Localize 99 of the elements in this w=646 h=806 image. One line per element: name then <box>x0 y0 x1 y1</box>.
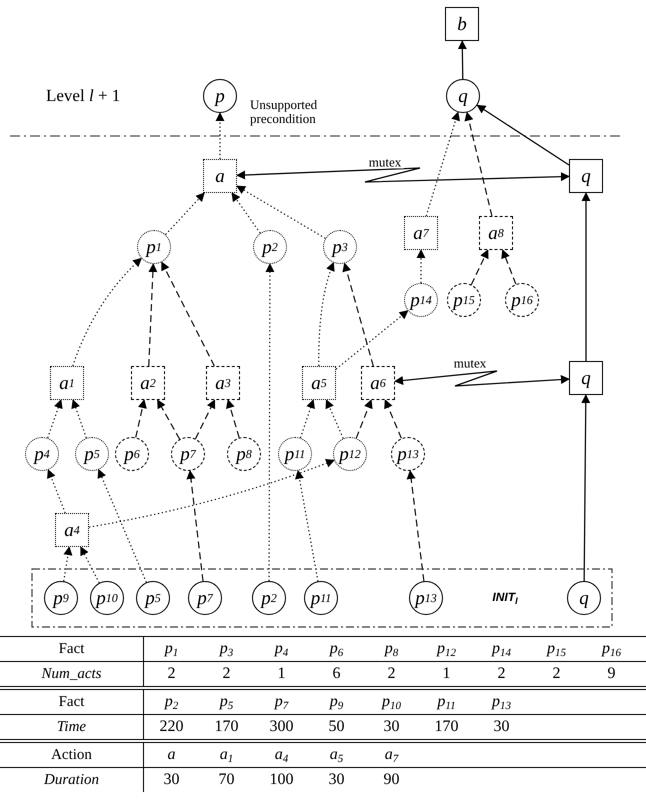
action-box: b <box>445 7 479 41</box>
table-cell-text: 2 <box>386 665 396 683</box>
table-cell-text: p$_{4}$ <box>272 640 290 658</box>
table-header-cell: Action <box>0 743 144 767</box>
table-cell-text: 70 <box>218 771 236 789</box>
table-cell-text: p$_{5}$ <box>218 692 234 712</box>
table-cell-text: 9 <box>606 665 616 683</box>
table-cell-text: 2 <box>166 665 176 683</box>
arrow <box>458 40 467 79</box>
arrow <box>231 192 261 234</box>
table-cell-text: 1 <box>276 665 286 683</box>
arrow <box>161 261 215 366</box>
table-cell-text: 300 <box>268 718 294 736</box>
arrow <box>80 546 100 584</box>
table-cell-text: 170 <box>214 718 240 736</box>
arrow <box>135 399 147 438</box>
table-header-cell: Time <box>0 715 144 739</box>
table-cell-text: a$_{4}$ <box>274 746 290 764</box>
arrow <box>476 104 570 166</box>
table-cell-text: a$_{7}$ <box>384 746 400 764</box>
arrow <box>356 399 372 438</box>
arrow <box>72 258 142 366</box>
action-box: q <box>569 159 603 193</box>
arrow <box>426 111 460 216</box>
table-cell-text: p$_{7}$ <box>272 692 290 712</box>
table-cell-text: p$_{8}$ <box>382 640 400 658</box>
fact-circle: q <box>446 79 480 113</box>
arrow <box>342 262 374 366</box>
table-cell-text: 6 <box>332 665 342 683</box>
table-cell-text: p$_{10}$ <box>380 692 402 712</box>
table-cell-text: p$_{11}$ <box>436 692 457 712</box>
fact-circle: p <box>203 79 237 113</box>
table-cell-text: 220 <box>158 718 184 736</box>
table-cell-text: p$_{13}$ <box>490 692 512 712</box>
arrow <box>236 186 326 239</box>
table-cell-text: 90 <box>382 771 400 789</box>
arrow <box>501 249 516 284</box>
arrow <box>384 399 402 439</box>
table-cell-text: 2 <box>552 665 562 683</box>
arrow <box>157 399 180 440</box>
table-cell-text: a$_{5}$ <box>328 746 344 764</box>
level-label: Level l + 1 <box>46 86 120 106</box>
mutex-arrow <box>236 167 570 183</box>
table-cell-text: a$_{1}$ <box>218 746 234 764</box>
table-cell-text: 100 <box>268 771 294 789</box>
arrow <box>581 394 590 581</box>
table-cell-text: 30 <box>492 718 510 736</box>
table-cell-text: p$_{14}$ <box>490 640 512 658</box>
arrow <box>406 470 424 582</box>
arrow <box>300 399 315 438</box>
table-cell-text: 50 <box>328 718 346 736</box>
node-note: Unsupported precondition <box>250 98 318 126</box>
table-cell-text: p$_{6}$ <box>328 640 344 658</box>
table-cell-text: 170 <box>434 718 460 736</box>
arrow <box>47 399 63 438</box>
table-header-cell: Fact <box>0 690 144 714</box>
action-box: q <box>569 361 603 395</box>
arrow <box>98 468 147 583</box>
arrow <box>47 468 66 514</box>
table-cell-text: 30 <box>328 771 346 789</box>
table-cell-text: p$_{12}$ <box>435 640 457 658</box>
arrow <box>71 399 87 438</box>
action-box: a <box>203 159 237 193</box>
arrow <box>63 546 72 582</box>
table-cell-text: 30 <box>162 771 180 789</box>
arrow <box>265 263 274 581</box>
init-label: INIT$_{l}$ <box>492 590 518 606</box>
table-cell-text: p$_{9}$ <box>328 692 344 712</box>
table-cell-text: 2 <box>222 665 232 683</box>
arrow <box>186 470 204 582</box>
table-cell-text: p$_{15}$ <box>545 640 567 658</box>
arrow <box>318 262 335 366</box>
arrow <box>582 192 590 361</box>
table-cell-text: p$_{3}$ <box>218 640 234 658</box>
table-cell-text: p$_{2}$ <box>162 692 180 712</box>
arrow <box>148 263 158 366</box>
mutex-arrow <box>394 370 570 387</box>
arrow <box>416 249 426 283</box>
table-cell-text: p$_{1}$ <box>162 640 180 658</box>
init-state-box <box>32 569 612 627</box>
arrow <box>470 249 488 285</box>
arrow <box>295 470 319 582</box>
arrow <box>195 399 216 439</box>
arrow <box>88 458 336 528</box>
arrow <box>226 399 240 438</box>
fact-circle: q <box>567 581 601 615</box>
arrow <box>216 112 224 159</box>
arrow <box>165 192 205 235</box>
table-header-cell: Duration <box>0 768 144 792</box>
table-cell-text: 1 <box>442 665 452 683</box>
table-cell-text: 30 <box>382 718 400 736</box>
arrow <box>336 310 408 370</box>
table-cell-text: p$_{16}$ <box>600 640 622 658</box>
arrow <box>464 112 492 216</box>
arrow <box>326 399 344 439</box>
table-cell-text: a <box>166 746 176 764</box>
table-header-cell: Fact <box>0 637 144 661</box>
table-header-cell: Num_acts <box>0 662 144 686</box>
table-cell-text: 2 <box>496 665 506 683</box>
